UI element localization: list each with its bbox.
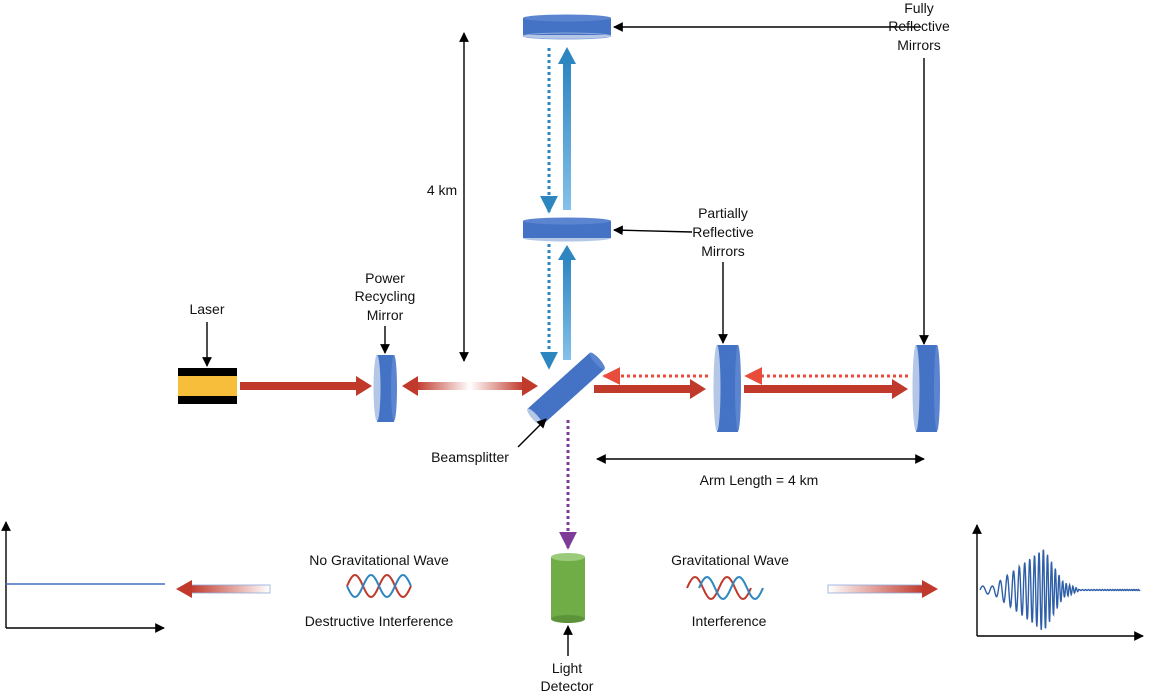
photodetector-icon xyxy=(551,553,585,623)
upward-beam-upper xyxy=(558,47,576,210)
gw-caption: Interference xyxy=(692,613,767,629)
power-recycling-mirror xyxy=(373,355,397,422)
leader-beamsplitter xyxy=(517,418,547,448)
label-line: Detector xyxy=(541,678,594,694)
gw-title: Gravitational Wave xyxy=(671,552,789,568)
arrow-to-chirp-signal xyxy=(827,580,938,598)
upward-beam-lower xyxy=(558,245,576,360)
label-line: Mirror xyxy=(367,307,404,323)
forward-beam-2 xyxy=(744,379,908,399)
leader-partial-top xyxy=(613,225,693,236)
label-line: Reflective xyxy=(888,18,950,34)
label-line: Power xyxy=(365,270,405,286)
flat-signal-plot xyxy=(1,521,165,633)
fully-reflective-mirror-right xyxy=(912,345,940,432)
leader-lines xyxy=(202,22,929,656)
arm-length-label: Arm Length = 4 km xyxy=(700,472,819,488)
laser-beam xyxy=(240,376,372,396)
label-line: Reflective xyxy=(692,224,754,240)
recycled-beam xyxy=(402,376,538,396)
partially-reflective-mirror-right xyxy=(713,345,741,432)
light-detector-label: Light Detector xyxy=(541,660,594,694)
laser-source-icon xyxy=(178,368,237,404)
laser-label: Laser xyxy=(189,301,224,317)
label-line: Mirrors xyxy=(701,243,745,259)
label-line: Partially xyxy=(698,205,748,221)
arrow-to-flat-signal xyxy=(176,580,271,598)
beamsplitter-label: Beamsplitter xyxy=(431,449,509,465)
label-line: Fully xyxy=(904,0,934,16)
label-line: Recycling xyxy=(355,288,416,304)
no-gw-caption: Destructive Interference xyxy=(305,613,454,629)
destructive-wave-icon xyxy=(346,574,412,598)
fully-reflective-mirror-top xyxy=(522,14,612,40)
label-line: Light xyxy=(552,660,582,676)
no-gw-title: No Gravitational Wave xyxy=(309,552,449,568)
vertical-length-label: 4 km xyxy=(427,182,457,198)
vertical-arm-beams xyxy=(540,47,576,370)
power-recycling-label: Power Recycling Mirror xyxy=(355,270,416,323)
partially-reflective-mirror-top xyxy=(523,217,611,242)
chirp-signal-trace xyxy=(979,549,1141,630)
forward-beam-1 xyxy=(594,379,706,399)
chirp-signal-plot xyxy=(972,524,1144,641)
label-line: Mirrors xyxy=(897,37,941,53)
fully-reflective-label: Fully Reflective Mirrors xyxy=(888,0,950,53)
horizontal-arm-beams xyxy=(240,367,908,399)
partially-reflective-label: Partially Reflective Mirrors xyxy=(692,205,754,259)
interference-wave-icon xyxy=(686,576,764,600)
